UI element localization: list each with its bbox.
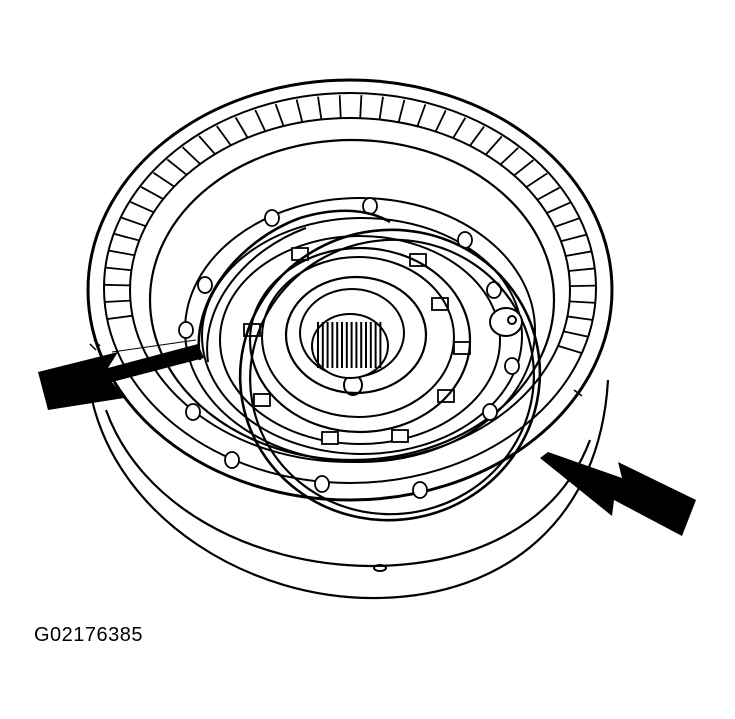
spline-tooth — [525, 172, 548, 188]
spline-tooth — [152, 171, 175, 188]
snap-ring — [197, 209, 542, 522]
spline-tooth — [569, 300, 596, 304]
spline-tooth — [106, 314, 133, 321]
spline-tooth — [295, 99, 304, 123]
spline-tooth — [166, 158, 188, 176]
spline-tooth — [378, 96, 384, 120]
spline-tooth — [181, 146, 201, 165]
spline-tooth — [104, 283, 131, 287]
spline-tooth — [121, 216, 147, 228]
spline-tooth — [114, 233, 140, 242]
lug — [453, 341, 471, 355]
spline-tooth — [513, 159, 534, 177]
spline-tooth — [216, 125, 232, 146]
spline-tooth — [485, 135, 503, 156]
bowl-hole — [373, 564, 387, 572]
lug — [291, 247, 309, 261]
spline-tooth — [452, 117, 467, 139]
spline-tooth — [567, 315, 594, 321]
spline-tooth — [317, 96, 323, 120]
pin — [178, 321, 194, 339]
pin — [314, 475, 330, 493]
spline-tooth — [254, 109, 267, 132]
lug — [253, 393, 271, 407]
left-arrow-icon — [38, 339, 204, 410]
spline-tooth — [198, 135, 216, 155]
spline-tooth — [569, 284, 596, 288]
rim-details — [89, 339, 583, 397]
spline-tooth — [565, 250, 592, 257]
pin — [197, 276, 213, 294]
housing-bowl — [90, 379, 610, 600]
lug — [391, 429, 409, 443]
pin — [412, 481, 428, 499]
spline-tooth — [130, 201, 155, 214]
pin — [264, 209, 280, 227]
spline-tooth — [140, 186, 164, 200]
right-arrow-icon — [540, 452, 696, 536]
spline-tooth — [416, 104, 427, 127]
spline-tooth — [546, 201, 571, 214]
lug — [321, 431, 339, 445]
pin — [504, 357, 520, 375]
pin — [224, 451, 240, 469]
figure-id-label: G02176385 — [34, 624, 144, 646]
spline-tooth — [397, 99, 406, 123]
spline-tooth — [105, 266, 132, 272]
spline-tooth — [234, 116, 249, 139]
spline-tooth — [434, 109, 447, 132]
spline-tooth — [108, 249, 135, 257]
pin — [482, 403, 498, 421]
drum-spline-teeth — [104, 95, 596, 355]
spline-tooth — [563, 330, 589, 338]
splined-bore — [311, 313, 389, 379]
spline-tooth — [359, 95, 363, 119]
spline-tooth — [469, 125, 485, 147]
spline-tooth — [499, 147, 519, 166]
spline-tooth — [536, 186, 560, 201]
spline-tooth — [338, 95, 342, 119]
pin — [486, 281, 502, 299]
pin — [185, 403, 201, 421]
spline-tooth — [568, 267, 595, 272]
spline-tooth — [557, 345, 583, 355]
spline-tooth — [560, 233, 587, 243]
spline-tooth — [274, 103, 285, 127]
spline-tooth — [104, 299, 131, 303]
outer-drum — [86, 78, 614, 502]
ring-tab — [489, 307, 523, 337]
spline-tooth — [554, 217, 580, 228]
